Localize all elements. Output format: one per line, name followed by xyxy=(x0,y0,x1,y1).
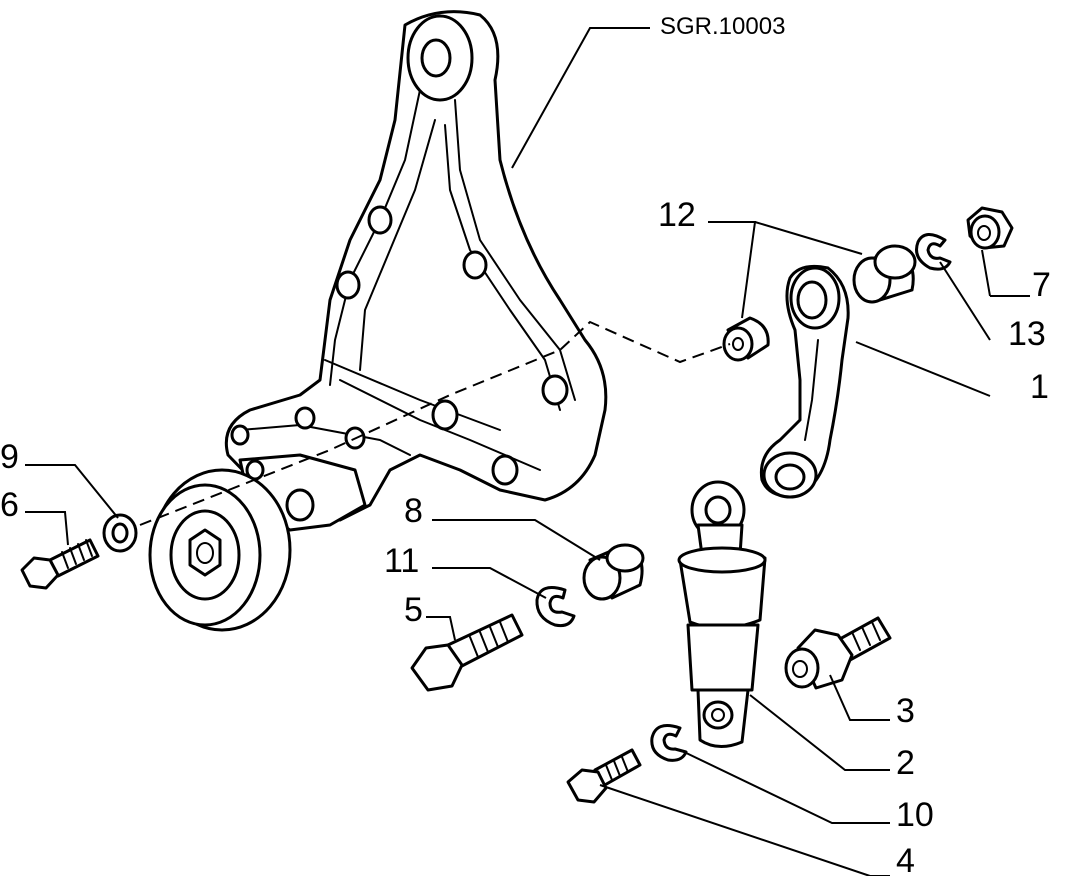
callout-1: 1 xyxy=(1030,368,1049,406)
callout-8: 8 xyxy=(404,492,423,530)
callout-5: 5 xyxy=(404,591,423,629)
reference-code: SGR.10003 xyxy=(660,13,785,40)
callout-6: 6 xyxy=(0,486,19,524)
leader-lines xyxy=(25,27,1030,876)
callout-13: 13 xyxy=(1008,315,1046,353)
circlip-10 xyxy=(650,724,688,762)
dashed-axis-lines xyxy=(139,320,731,526)
bushing-12-small xyxy=(722,316,770,362)
callout-12: 12 xyxy=(658,196,696,234)
callout-3: 3 xyxy=(896,692,915,730)
callout-4: 4 xyxy=(896,842,915,876)
callout-10: 10 xyxy=(896,796,934,834)
bush-8 xyxy=(582,543,645,601)
circlip-11 xyxy=(535,586,576,628)
mounting-bracket xyxy=(224,10,608,522)
callout-2: 2 xyxy=(896,744,915,782)
callout-7: 7 xyxy=(1032,266,1051,304)
bushing-12-large xyxy=(852,244,917,304)
nut-7 xyxy=(966,206,1014,250)
bolt-4 xyxy=(566,748,642,804)
washer-9 xyxy=(102,513,138,553)
bolt-5 xyxy=(410,613,524,692)
callout-9: 9 xyxy=(0,438,19,476)
tensioner-pulley xyxy=(148,453,367,632)
circlip-13 xyxy=(915,233,952,271)
callout-11: 11 xyxy=(384,542,419,580)
bolt-6 xyxy=(20,538,100,590)
damper-2 xyxy=(677,480,767,748)
screw-3 xyxy=(784,616,892,690)
tensioner-arm-1 xyxy=(759,264,850,499)
